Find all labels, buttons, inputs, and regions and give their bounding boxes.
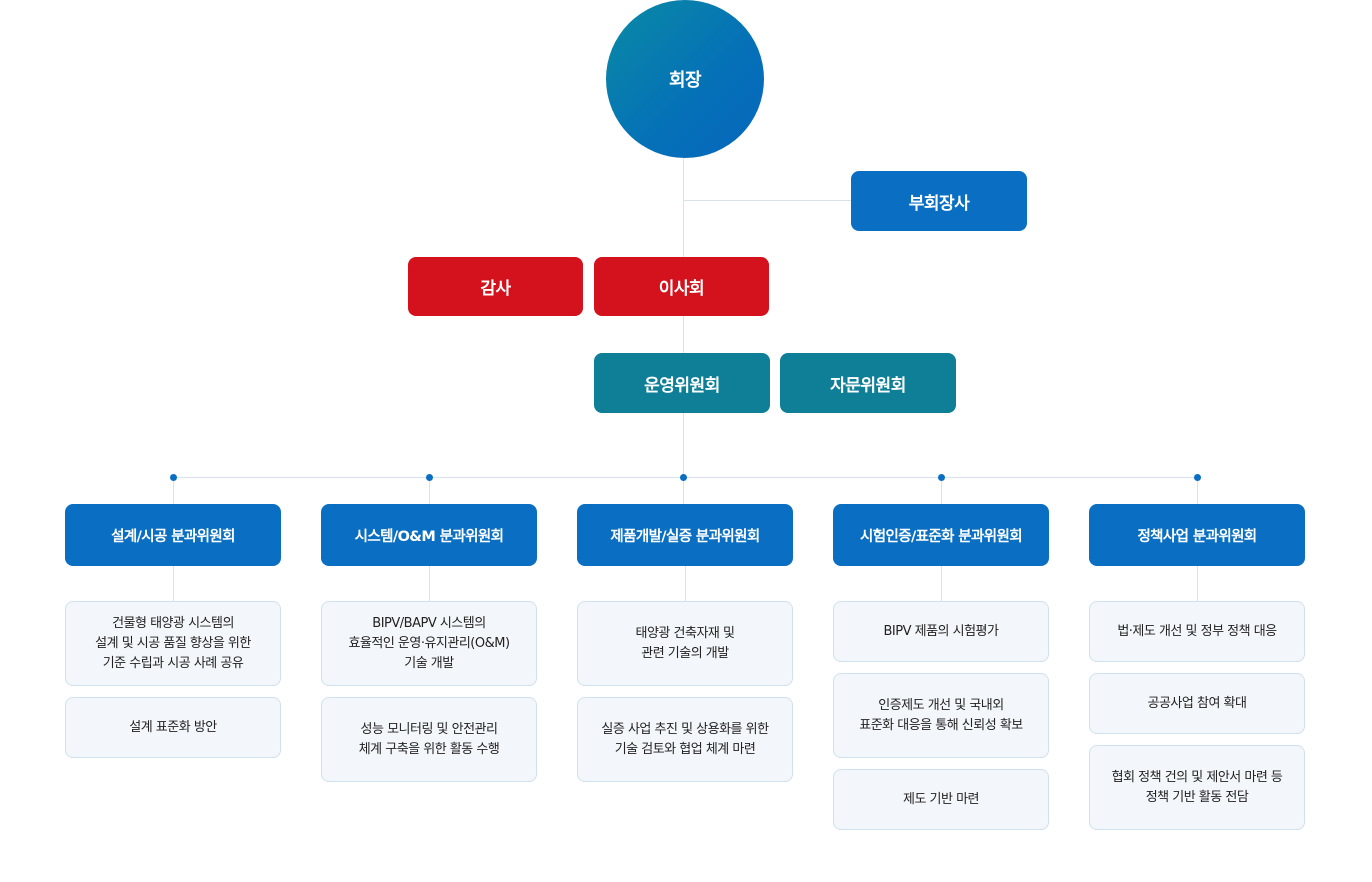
task-card: 실증 사업 추진 및 상용화를 위한 기술 검토와 협업 체계 마련 [577, 697, 793, 782]
task-card: 건물형 태양광 시스템의 설계 및 시공 품질 향상을 위한 기준 수립과 시공… [65, 601, 281, 686]
task-text: 법·제도 개선 및 정부 정책 대응 [1117, 623, 1277, 639]
connector-sub-4 [941, 477, 942, 504]
operating-committee-label: 운영위원회 [644, 375, 720, 396]
advisory-committee-label: 자문위원회 [830, 375, 906, 396]
task-card: 공공사업 참여 확대 [1089, 673, 1305, 734]
task-card: BIPV/BAPV 시스템의 효율적인 운영·유지관리(O&M) 기술 개발 [321, 601, 537, 686]
board-node: 이사회 [594, 257, 769, 316]
connector-tasks-5 [1197, 565, 1198, 601]
task-text: 설계 표준화 방안 [129, 719, 217, 735]
task-text: 건물형 태양광 시스템의 설계 및 시공 품질 향상을 위한 기준 수립과 시공… [95, 615, 251, 671]
auditor-node: 감사 [408, 257, 583, 316]
junction-dot-2 [426, 474, 433, 481]
advisory-committee-node: 자문위원회 [780, 353, 956, 413]
junction-dot-4 [938, 474, 945, 481]
subcommittee-system-om: 시스템/O&M 분과위원회 [321, 504, 537, 566]
connector-sub-3 [683, 477, 684, 504]
subcommittee-policy: 정책사업 분과위원회 [1089, 504, 1305, 566]
connector-tasks-3 [685, 565, 686, 601]
subcommittee-title: 시험인증/표준화 분과위원회 [859, 528, 1023, 545]
connector-sub-2 [429, 477, 430, 504]
subcommittee-title: 제품개발/실증 분과위원회 [610, 528, 760, 545]
vice-chairman-node: 부회장사 [851, 171, 1027, 231]
chairman-node: 회장 [606, 0, 764, 158]
connector-tasks-2 [429, 565, 430, 601]
task-card: 태양광 건축자재 및 관련 기술의 개발 [577, 601, 793, 686]
vice-chairman-label: 부회장사 [908, 193, 970, 214]
connector-tasks-1 [173, 565, 174, 601]
task-text: 인증제도 개선 및 국내외 표준화 대응을 통해 신뢰성 확보 [859, 697, 1023, 733]
chairman-label: 회장 [668, 70, 702, 91]
subcommittee-title: 시스템/O&M 분과위원회 [354, 528, 504, 545]
task-text: 성능 모니터링 및 안전관리 체계 구축을 위한 활동 수행 [358, 721, 500, 757]
connector-main-vertical [683, 158, 684, 480]
task-text: 태양광 건축자재 및 관련 기술의 개발 [635, 625, 735, 661]
task-card: 성능 모니터링 및 안전관리 체계 구축을 위한 활동 수행 [321, 697, 537, 782]
junction-dot-3 [680, 474, 687, 481]
connector-sub-5 [1197, 477, 1198, 504]
task-text: 공공사업 참여 확대 [1147, 695, 1247, 711]
task-card: 제도 기반 마련 [833, 769, 1049, 830]
task-card: 인증제도 개선 및 국내외 표준화 대응을 통해 신뢰성 확보 [833, 673, 1049, 758]
auditor-label: 감사 [480, 279, 511, 299]
task-text: 실증 사업 추진 및 상용화를 위한 기술 검토와 협업 체계 마련 [601, 721, 769, 757]
subcommittee-title: 설계/시공 분과위원회 [111, 528, 235, 545]
subcommittee-testing-standards: 시험인증/표준화 분과위원회 [833, 504, 1049, 566]
task-card: 설계 표준화 방안 [65, 697, 281, 758]
connector-sub-1 [173, 477, 174, 504]
task-text: 제도 기반 마련 [902, 791, 980, 807]
junction-dot-5 [1194, 474, 1201, 481]
subcommittee-title: 정책사업 분과위원회 [1137, 528, 1257, 545]
subcommittee-design-construction: 설계/시공 분과위원회 [65, 504, 281, 566]
subcommittee-product-demo: 제품개발/실증 분과위원회 [577, 504, 793, 566]
task-text: BIPV/BAPV 시스템의 효율적인 운영·유지관리(O&M) 기술 개발 [348, 615, 510, 671]
task-text: 협회 정책 건의 및 제안서 마련 등 정책 기반 활동 전담 [1111, 769, 1283, 805]
connector-tasks-4 [941, 565, 942, 601]
task-card: BIPV 제품의 시험평가 [833, 601, 1049, 662]
connector-vice-chairman [683, 200, 851, 201]
task-card: 법·제도 개선 및 정부 정책 대응 [1089, 601, 1305, 662]
task-card: 협회 정책 건의 및 제안서 마련 등 정책 기반 활동 전담 [1089, 745, 1305, 830]
operating-committee-node: 운영위원회 [594, 353, 770, 413]
junction-dot-1 [170, 474, 177, 481]
task-text: BIPV 제품의 시험평가 [883, 623, 999, 639]
board-label: 이사회 [658, 279, 705, 299]
